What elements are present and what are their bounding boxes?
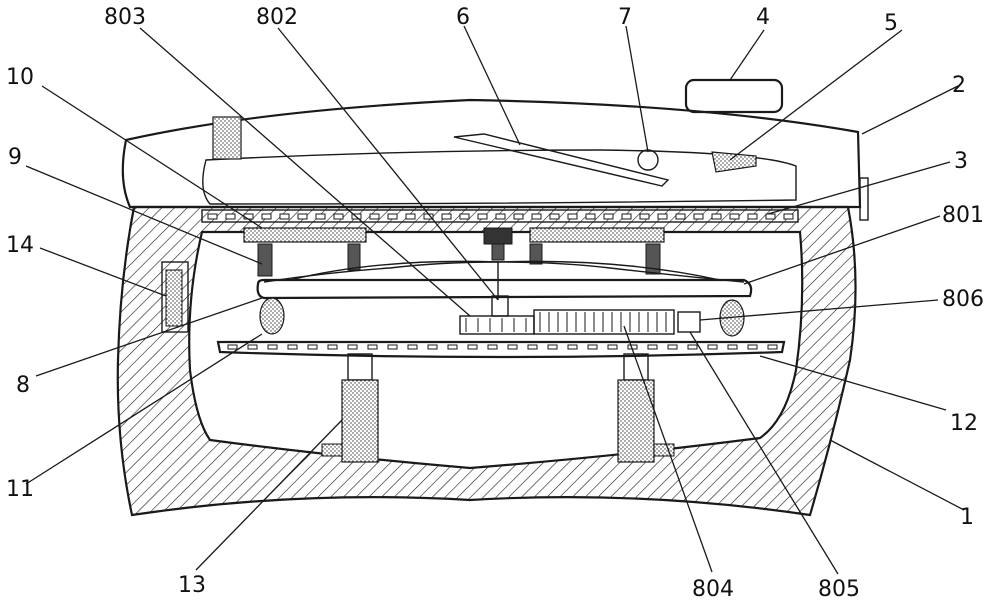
rail-tooth bbox=[547, 344, 558, 350]
rail-tooth bbox=[227, 344, 238, 350]
rail-tooth bbox=[477, 213, 488, 220]
rail-tooth bbox=[527, 344, 538, 350]
label-7: 7 bbox=[618, 5, 632, 30]
lower-rail-12 bbox=[216, 340, 786, 359]
rail-tooth bbox=[459, 213, 470, 220]
support-legs-13 bbox=[321, 353, 675, 463]
label-805: 805 bbox=[818, 577, 860, 602]
lamp-7 bbox=[637, 149, 659, 171]
rail-tooth bbox=[707, 344, 718, 350]
label-8: 8 bbox=[16, 373, 30, 398]
rail-tooth bbox=[347, 344, 358, 350]
rail-tooth bbox=[657, 213, 668, 220]
label-4: 4 bbox=[756, 5, 770, 30]
leader-lines bbox=[25, 25, 965, 575]
rail-tooth bbox=[549, 213, 560, 220]
rail-tooth bbox=[621, 213, 632, 220]
rail-tooth bbox=[261, 213, 272, 220]
rail-tooth bbox=[765, 213, 776, 220]
sensor-805 bbox=[677, 311, 701, 333]
rail-tooth bbox=[467, 344, 478, 350]
rail-tooth bbox=[487, 344, 498, 350]
rail-tooth bbox=[587, 344, 598, 350]
label-802: 802 bbox=[256, 5, 298, 30]
label-801: 801 bbox=[942, 203, 984, 228]
label-13: 13 bbox=[178, 573, 206, 598]
rail-tooth bbox=[531, 213, 542, 220]
rail-tooth bbox=[727, 344, 738, 350]
label-9: 9 bbox=[8, 145, 22, 170]
rail-tooth bbox=[507, 344, 518, 350]
rail-tooth bbox=[647, 344, 658, 350]
inclined-plate-6 bbox=[453, 133, 670, 187]
rail-tooth bbox=[603, 213, 614, 220]
reference-labels: 803 802 6 7 4 5 2 10 3 9 801 14 806 8 12… bbox=[6, 5, 984, 602]
rail-tooth bbox=[315, 213, 326, 220]
rail-tooth bbox=[427, 344, 438, 350]
mid-deck-8 bbox=[256, 260, 753, 317]
rail-tooth bbox=[405, 213, 416, 220]
label-6: 6 bbox=[456, 5, 470, 30]
rail-tooth bbox=[247, 344, 258, 350]
rail-tooth bbox=[327, 344, 338, 350]
rail-tooth bbox=[297, 213, 308, 220]
rail-tooth bbox=[729, 213, 740, 220]
rail-tooth bbox=[667, 344, 678, 350]
rail-tooth bbox=[747, 213, 758, 220]
label-12: 12 bbox=[950, 411, 978, 436]
housing-1 bbox=[116, 205, 857, 517]
rail-tooth bbox=[387, 344, 398, 350]
knob-4 bbox=[684, 78, 784, 114]
rail-tooth bbox=[333, 213, 344, 220]
rail-tooth bbox=[567, 213, 578, 220]
mounting-blocks-10 bbox=[243, 227, 665, 245]
label-5: 5 bbox=[884, 11, 898, 36]
rollers bbox=[259, 297, 745, 337]
label-806: 806 bbox=[942, 287, 984, 312]
springs-9 bbox=[257, 243, 661, 277]
label-10: 10 bbox=[6, 65, 34, 90]
rail-tooth bbox=[279, 213, 290, 220]
rail-tooth bbox=[513, 213, 524, 220]
rail-tooth bbox=[267, 344, 278, 350]
rail-tooth bbox=[369, 213, 380, 220]
top-rail-3 bbox=[201, 209, 799, 223]
side-panel-14 bbox=[161, 261, 189, 333]
drive-strip-804 bbox=[459, 309, 701, 335]
rail-tooth bbox=[567, 344, 578, 350]
rail-tooth bbox=[287, 344, 298, 350]
rail-tooth bbox=[441, 213, 452, 220]
rail-tooth bbox=[607, 344, 618, 350]
rail-tooth bbox=[711, 213, 722, 220]
rail-tooth bbox=[783, 213, 794, 220]
rail-tooth bbox=[585, 213, 596, 220]
rail-tooth bbox=[747, 344, 758, 350]
label-803: 803 bbox=[104, 5, 146, 30]
label-1: 1 bbox=[960, 505, 974, 530]
rail-tooth bbox=[207, 213, 218, 220]
rail-tooth bbox=[495, 213, 506, 220]
rail-tooth bbox=[687, 344, 698, 350]
label-3: 3 bbox=[954, 149, 968, 174]
rail-tooth bbox=[367, 344, 378, 350]
rail-tooth bbox=[407, 344, 418, 350]
label-11: 11 bbox=[6, 477, 34, 502]
label-2: 2 bbox=[952, 73, 966, 98]
rail-tooth bbox=[225, 213, 236, 220]
rail-tooth bbox=[387, 213, 398, 220]
rail-tooth bbox=[767, 344, 778, 350]
rail-tooth bbox=[307, 344, 318, 350]
block-5 bbox=[711, 151, 757, 173]
rail-tooth bbox=[639, 213, 650, 220]
rail-tooth bbox=[693, 213, 704, 220]
upper-cover-2 bbox=[121, 98, 869, 221]
rail-tooth bbox=[447, 344, 458, 350]
label-804: 804 bbox=[692, 577, 734, 602]
rail-tooth bbox=[675, 213, 686, 220]
label-14: 14 bbox=[6, 233, 34, 258]
